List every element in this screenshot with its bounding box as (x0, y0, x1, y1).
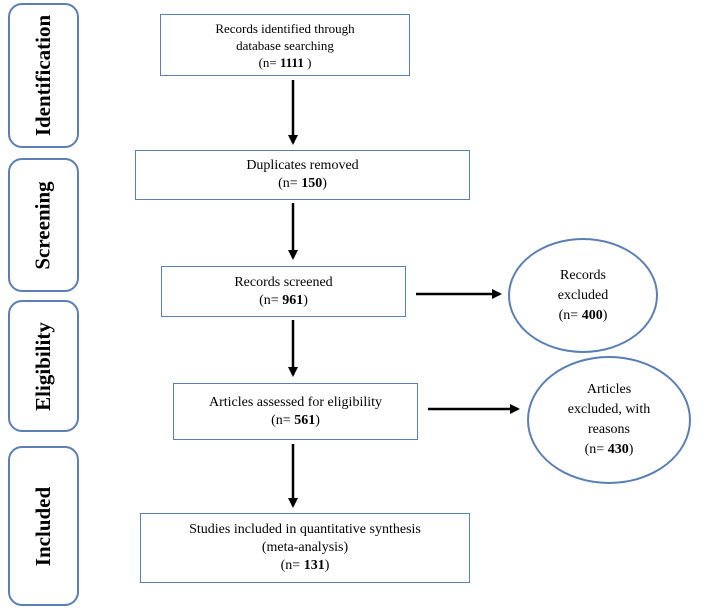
box-records-identified-line1: Records identified through (215, 20, 355, 36)
oval-articles-excluded-line3: reasons (588, 422, 630, 437)
box-records-identified-line2: database searching (236, 37, 334, 53)
box-studies-included: Studies included in quantitative synthes… (140, 513, 470, 583)
box-duplicates-removed-line1: Duplicates removed (246, 158, 359, 173)
oval-articles-excluded-line1: Articles (586, 382, 632, 397)
box-articles-assessed-count: (n= 561) (271, 412, 320, 428)
stage-eligibility: Eligibility (8, 300, 79, 432)
stage-included: Included (8, 446, 79, 606)
box-records-screened-count: (n= 961) (259, 292, 308, 308)
box-articles-assessed-line1: Articles assessed for eligibility (208, 394, 383, 410)
stage-identification: Identification (8, 3, 79, 148)
stage-screening: Screening (8, 158, 79, 292)
box-studies-included-count: (n= 131) (280, 558, 330, 573)
oval-records-excluded-line1: Records (560, 267, 606, 283)
box-records-screened-line1: Records screened (234, 274, 333, 290)
box-articles-assessed: Articles assessed for eligibility (n= 56… (173, 383, 418, 440)
oval-records-excluded-count: (n= 400) (558, 307, 608, 323)
oval-records-excluded: Records excluded (n= 400) (508, 238, 658, 353)
box-studies-included-line2: (meta-analysis) (261, 540, 349, 555)
box-records-screened: Records screened (n= 961) (161, 266, 406, 317)
oval-articles-excluded-count: (n= 430) (584, 442, 634, 457)
oval-articles-excluded: Articles excluded, with reasons (n= 430) (527, 356, 691, 484)
box-duplicates-removed: Duplicates removed (n= 150) (135, 150, 470, 200)
oval-articles-excluded-line2: excluded, with (567, 402, 651, 417)
box-records-identified-count: (n= 1111 ) (258, 54, 312, 70)
box-studies-included-line1: Studies included in quantitative synthes… (189, 522, 421, 537)
box-duplicates-removed-count: (n= 150) (278, 176, 327, 191)
oval-records-excluded-line2: excluded (557, 287, 609, 303)
box-records-identified: Records identified through database sear… (160, 14, 410, 76)
